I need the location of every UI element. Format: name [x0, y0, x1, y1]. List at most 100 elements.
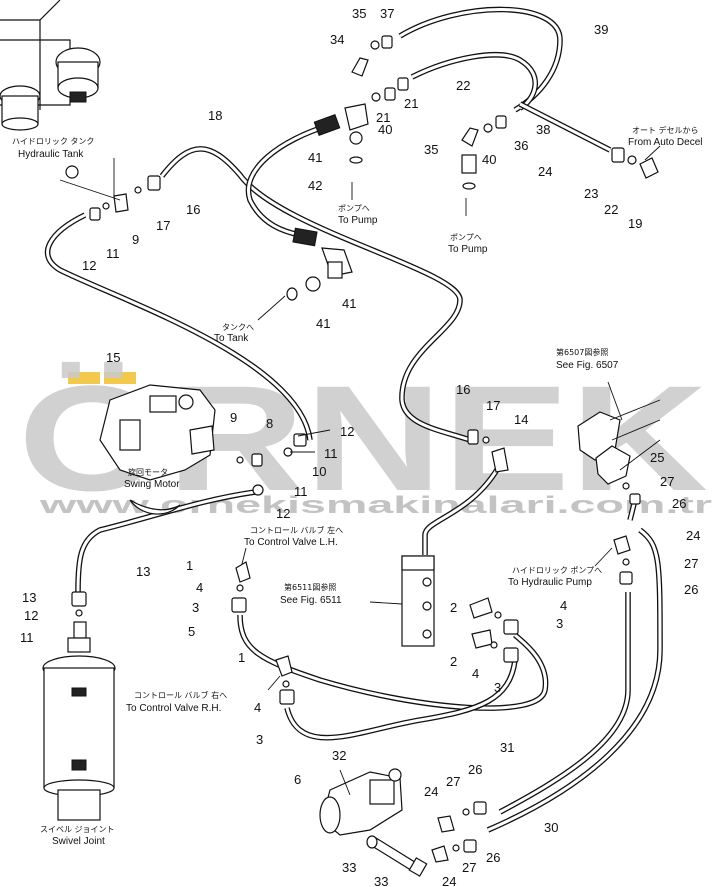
callout-26d: 26 [486, 850, 500, 865]
callout-26c: 26 [468, 762, 482, 777]
label-swivel-joint-jp: スイベル ジョイント [40, 825, 115, 834]
callout-12d: 13 [22, 590, 36, 605]
callout-9: 9 [132, 232, 139, 247]
callout-6: 6 [294, 772, 301, 787]
label-swing-motor-en: Swing Motor [124, 479, 180, 490]
label-hydraulic-tank-en: Hydraulic Tank [18, 149, 84, 160]
callout-40: 41 [308, 150, 322, 165]
callout-1b: 1 [238, 650, 245, 665]
label-see-6511-jp: 第6511図参照 [284, 582, 336, 592]
label-to-tank-en: To Tank [214, 333, 249, 344]
callout-8: 9 [230, 410, 237, 425]
callout-26b: 26 [684, 582, 698, 597]
callout-3b: 3 [556, 616, 563, 631]
callout-3: 3 [192, 600, 199, 615]
callout-27: 27 [660, 474, 674, 489]
callout-34: 35 [352, 6, 366, 21]
callout-18: 18 [208, 108, 222, 123]
callout-11c: 11 [294, 484, 308, 499]
gear-pump [319, 768, 403, 836]
label-control-valve-lh-en: To Control Valve L.H. [244, 537, 338, 548]
callout-17: 17 [156, 218, 170, 233]
center-block [401, 555, 435, 647]
callout-22b: 23 [584, 186, 598, 201]
callout-41: 42 [308, 178, 322, 193]
label-see-6511-en: See Fig. 6511 [280, 595, 342, 606]
callout-39: 41 [342, 296, 356, 311]
callout-4: 4 [196, 580, 203, 595]
callout-27b: 27 [684, 556, 698, 571]
callout-21: 21 [404, 96, 418, 111]
label-to-pump-1-jp: ポンプへ [338, 204, 370, 213]
callout-10: 11 [20, 630, 34, 645]
callout-21b: 22 [604, 202, 618, 217]
callout-31: 33 [374, 874, 388, 887]
callout-34b: 36 [514, 138, 528, 153]
callout-7: 8 [266, 416, 273, 431]
label-control-valve-lh-jp: コントロール バルブ 左へ [250, 525, 343, 535]
callout-27c: 27 [446, 774, 460, 789]
callout-26: 26 [672, 496, 686, 511]
leader-lines [59, 145, 661, 796]
label-to-tank-jp: タンクへ [222, 323, 254, 332]
callout-35: 37 [380, 6, 394, 21]
callout-23: 24 [538, 164, 552, 179]
label-hydraulic-pump-jp: ハイドロリック ポンプへ [512, 566, 602, 575]
callout-5: 5 [188, 624, 195, 639]
callout-16b: 16 [456, 382, 470, 397]
label-to-pump-1-en: To Pump [338, 215, 378, 226]
fittings [65, 35, 659, 877]
callout-14: 15 [106, 350, 120, 365]
pump-assembly [577, 399, 661, 485]
swivel-joint [42, 637, 116, 821]
callout-30: 32 [332, 748, 346, 763]
label-to-pump-2-jp: ポンプへ [450, 233, 482, 242]
callout-32: 33 [342, 860, 356, 875]
annotation-labels: ハイドロリック タンク Hydraulic Tank ポンプへ To Pump … [12, 125, 702, 847]
callout-16: 16 [186, 202, 200, 217]
label-to-pump-2-en: To Pump [448, 244, 488, 255]
label-hydraulic-tank-jp: ハイドロリック タンク [12, 137, 94, 146]
callout-12b: 12 [340, 424, 354, 439]
callout-22: 22 [456, 78, 470, 93]
label-control-valve-rh-jp: コントロール バルブ 右へ [134, 690, 227, 700]
watermark-accent-1 [68, 372, 100, 384]
callout-13: 13 [136, 564, 150, 579]
callout-36: 39 [594, 22, 608, 37]
callout-11b: 11 [324, 446, 338, 461]
callout-24c: 24 [442, 874, 456, 887]
callout-2b: 2 [450, 600, 457, 615]
callout-20: 21 [376, 110, 390, 125]
callout-33b: 35 [424, 142, 438, 157]
label-see-6507-en: See Fig. 6507 [556, 360, 619, 371]
callout-11d: 12 [24, 608, 38, 623]
callout-4d: 4 [254, 700, 261, 715]
label-hydraulic-pump-en: To Hydraulic Pump [508, 577, 592, 588]
callout-1: 1 [186, 558, 193, 573]
label-swing-motor-jp: 旋回モータ [128, 467, 168, 477]
callout-29: 31 [500, 740, 514, 755]
pipe-network [44, 6, 663, 833]
callout-2: 2 [450, 654, 457, 669]
label-control-valve-rh-en: To Control Valve R.H. [126, 703, 221, 714]
callout-12: 12 [82, 258, 96, 273]
callout-37: 40 [482, 152, 496, 167]
callout-15: 14 [514, 412, 528, 427]
callout-19: 19 [628, 216, 642, 231]
swing-motor [99, 384, 216, 515]
hydraulic-tank [0, 0, 101, 131]
part-callouts: 35 37 34 39 22 21 21 40 18 41 42 38 36 3… [20, 6, 700, 887]
callout-3c: 3 [494, 680, 501, 695]
label-from-auto-decel-jp: オート デセルから [632, 125, 699, 135]
callout-11: 11 [106, 246, 120, 261]
callout-25: 25 [650, 450, 664, 465]
callout-4b: 4 [560, 598, 567, 613]
watermark-accent-2 [104, 372, 136, 384]
callout-28: 30 [544, 820, 558, 835]
callout-27d: 27 [462, 860, 476, 875]
callout-40b: 41 [316, 316, 330, 331]
label-from-auto-decel-en: From Auto Decel [628, 137, 702, 148]
callout-12c: 12 [276, 506, 290, 521]
callout-38: 40 [378, 122, 392, 137]
callout-9b: 10 [312, 464, 326, 479]
